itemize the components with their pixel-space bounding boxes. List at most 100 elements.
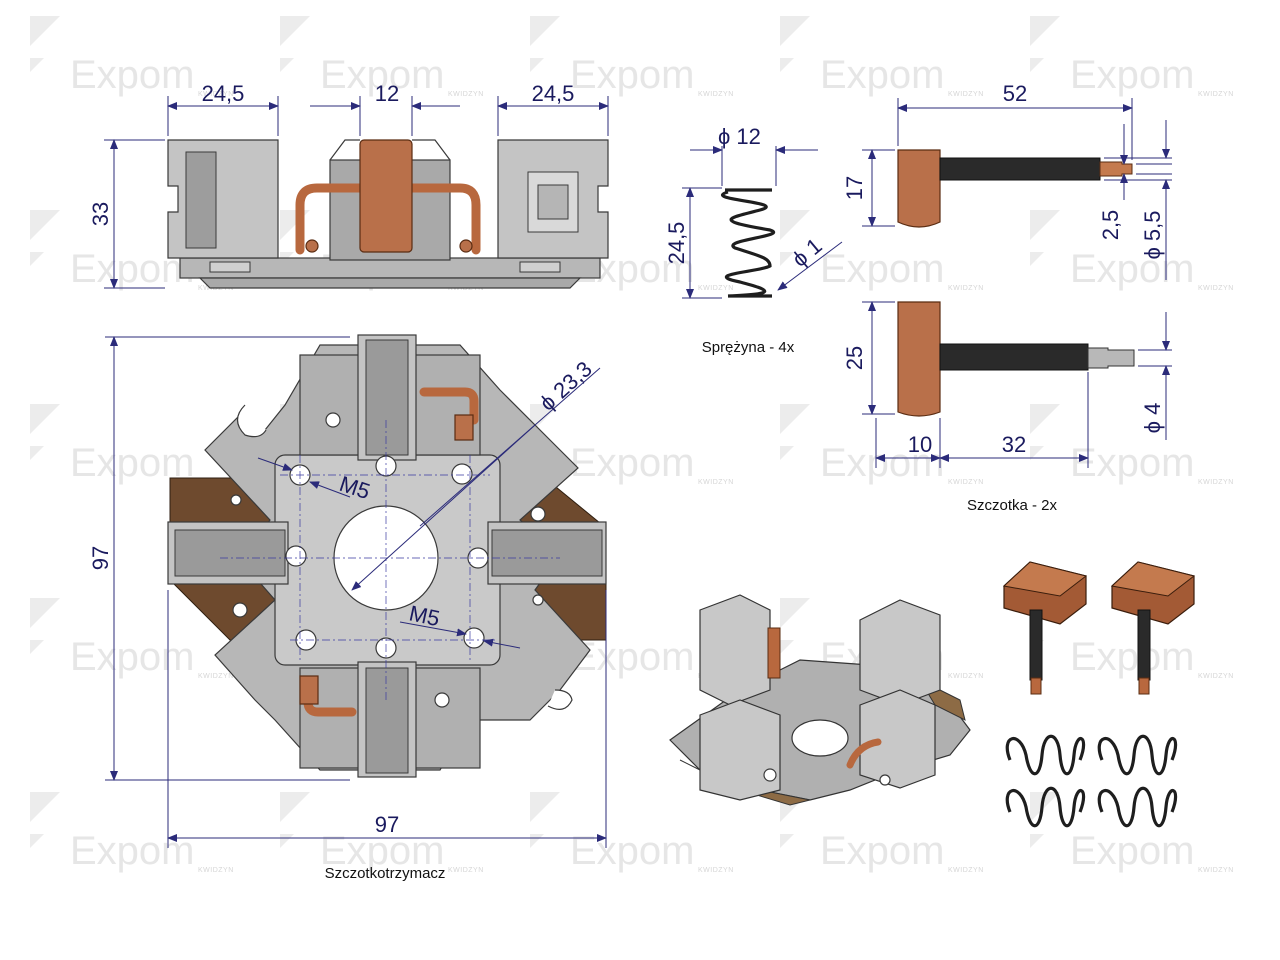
watermark-logo-mark xyxy=(280,210,310,266)
brush-3d-render xyxy=(1002,561,1196,695)
watermark-logo-mark xyxy=(530,16,560,72)
watermark-logo-mark xyxy=(1030,210,1060,266)
watermark-text: Expom xyxy=(820,829,945,873)
brush-lead-front xyxy=(939,343,1089,371)
watermark-text: Expom xyxy=(1070,829,1195,873)
watermark-text: Expom xyxy=(820,53,945,97)
watermark-text: Expom xyxy=(570,53,695,97)
watermark-logo-mark xyxy=(1030,792,1060,848)
watermark-logo-mark xyxy=(30,792,60,848)
watermark-subtext: KWIDZYN xyxy=(448,91,484,98)
brush-caption: Szczotka - 2x xyxy=(967,497,1058,514)
watermark-text: Expom xyxy=(570,441,695,485)
watermark-text: Expom xyxy=(820,247,945,291)
springs-3d-render xyxy=(1005,734,1178,828)
watermark-logo-mark xyxy=(30,598,60,654)
watermark-logo-mark xyxy=(530,792,560,848)
dim-spring-diameter: ϕ 12 xyxy=(718,124,761,149)
holder-caption: Szczotkotrzymacz xyxy=(325,865,446,882)
watermark-subtext: KWIDZYN xyxy=(448,867,484,874)
dim-brush-lead-diameter: ϕ 5,5 xyxy=(1140,210,1165,259)
watermark-logo-mark xyxy=(780,404,810,460)
watermark-subtext: KWIDZYN xyxy=(948,285,984,292)
watermark-text: Expom xyxy=(1070,247,1195,291)
dim-spring-length: 24,5 xyxy=(664,222,689,265)
dim-brush-length: 52 xyxy=(1003,81,1027,106)
dim-bore-diameter: ϕ 23,3 xyxy=(535,356,597,416)
spring-caption: Sprężyna - 4x xyxy=(702,339,795,356)
watermark-logo-mark xyxy=(30,210,60,266)
dim-right-width: 24,5 xyxy=(532,81,575,106)
spring-coil xyxy=(720,188,775,298)
watermark-logo-mark xyxy=(30,16,60,72)
watermark-text: Expom xyxy=(70,829,195,873)
watermark-text: Expom xyxy=(820,441,945,485)
dim-brush-lead-diameter-large: ϕ 4 xyxy=(1140,403,1165,434)
watermark-text: Expom xyxy=(70,635,195,679)
brush-lead-side xyxy=(939,157,1101,181)
watermark-text: Expom xyxy=(1070,441,1195,485)
watermark-text: Expom xyxy=(320,53,445,97)
brush-block-front xyxy=(897,301,941,417)
spring-drawing xyxy=(720,188,775,298)
watermark-logo-mark xyxy=(780,210,810,266)
watermark-text: Expom xyxy=(1070,635,1195,679)
dim-brush-height-large: 25 xyxy=(842,346,867,370)
dim-thread-lower: M5 xyxy=(407,600,442,631)
dim-brush-lead-small: 2,5 xyxy=(1098,210,1123,241)
watermark-subtext: KWIDZYN xyxy=(198,867,234,874)
watermark-logo-mark xyxy=(780,16,810,72)
watermark-text: Expom xyxy=(570,829,695,873)
holder-3d-render xyxy=(669,594,971,806)
watermark-text: Expom xyxy=(570,635,695,679)
brush-front-view xyxy=(897,301,1135,417)
watermark-logo-mark xyxy=(780,792,810,848)
brush-block-side xyxy=(897,149,941,228)
brush-side-view xyxy=(897,149,1133,228)
watermark-subtext: KWIDZYN xyxy=(1198,91,1234,98)
watermark-subtext: KWIDZYN xyxy=(948,673,984,680)
watermark-logo-mark xyxy=(780,598,810,654)
center-brush-top xyxy=(359,139,413,253)
dim-top-height: 33 xyxy=(88,202,113,226)
watermark-logo-mark xyxy=(280,792,310,848)
dim-brush-block: 10 xyxy=(908,432,932,457)
watermark-subtext: KWIDZYN xyxy=(948,91,984,98)
dim-brush-lead-length: 32 xyxy=(1002,432,1026,457)
watermark-text: Expom xyxy=(70,53,195,97)
watermark-subtext: KWIDZYN xyxy=(1198,479,1234,486)
bore-3d xyxy=(791,719,849,757)
dim-holder-width: 97 xyxy=(375,812,399,837)
watermark-subtext: KWIDZYN xyxy=(198,673,234,680)
watermark-subtext: KWIDZYN xyxy=(198,91,234,98)
dim-left-width: 24,5 xyxy=(202,81,245,106)
watermark-logo-mark xyxy=(30,404,60,460)
left-brush-housing xyxy=(167,139,279,259)
watermark-logo-mark xyxy=(1030,404,1060,460)
dim-center-width: 12 xyxy=(375,81,399,106)
holder-plan-view xyxy=(167,334,607,778)
holder-top-view xyxy=(167,139,609,289)
top-view-dimensions: 24,5 12 24,5 33 xyxy=(88,81,609,289)
watermark-subtext: KWIDZYN xyxy=(698,479,734,486)
brush-front-dimensions: 25 ϕ 4 10 32 Szczotka - 2x xyxy=(842,301,1172,514)
watermark-subtext: KWIDZYN xyxy=(948,479,984,486)
watermark-text: Expom xyxy=(1070,53,1195,97)
watermark-subtext: KWIDZYN xyxy=(1198,867,1234,874)
